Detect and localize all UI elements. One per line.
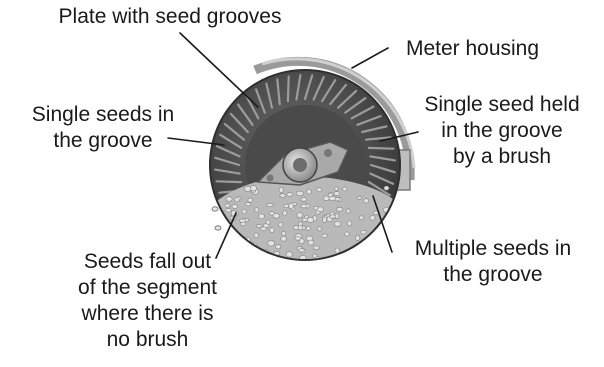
seed bbox=[284, 204, 289, 208]
seed bbox=[243, 243, 250, 247]
label-single-seed-held-by-brush: Single seed held in the groove by a brus… bbox=[402, 92, 602, 170]
seed bbox=[313, 254, 317, 258]
seed bbox=[317, 227, 321, 231]
seed bbox=[306, 227, 310, 231]
seed bbox=[267, 203, 273, 207]
label-plate-with-seed-grooves: Plate with seed grooves bbox=[25, 4, 315, 30]
label-single-seeds-in-groove: Single seeds in the groove bbox=[8, 102, 198, 154]
seed bbox=[289, 203, 294, 208]
seed bbox=[248, 198, 253, 202]
leader-housing bbox=[352, 48, 388, 68]
seed bbox=[283, 211, 287, 216]
seed-groove bbox=[369, 148, 394, 149]
seed bbox=[257, 224, 262, 227]
seed bbox=[261, 227, 267, 230]
seed bbox=[254, 233, 259, 238]
seed bbox=[343, 187, 347, 191]
seed bbox=[366, 239, 372, 244]
seed bbox=[359, 216, 363, 220]
seed bbox=[264, 254, 269, 259]
seed bbox=[302, 218, 307, 222]
seed bbox=[364, 240, 370, 245]
seed bbox=[245, 202, 250, 205]
seed bbox=[355, 235, 360, 240]
seed bbox=[386, 223, 390, 227]
single-seeds bbox=[212, 207, 221, 230]
seed bbox=[225, 209, 231, 212]
seed bbox=[365, 255, 370, 259]
seed bbox=[282, 231, 286, 235]
seed bbox=[299, 249, 304, 252]
seed bbox=[235, 197, 239, 202]
seed bbox=[287, 193, 293, 197]
seed bbox=[268, 255, 272, 259]
label-multiple-seeds-in-groove: Multiple seeds in the groove bbox=[388, 236, 598, 288]
seed bbox=[296, 191, 303, 196]
seed bbox=[226, 197, 232, 202]
seed bbox=[242, 210, 246, 214]
seed bbox=[334, 187, 338, 191]
seed bbox=[232, 204, 238, 208]
seed bbox=[270, 228, 274, 233]
seed-groove bbox=[217, 181, 242, 182]
seed bbox=[266, 220, 270, 224]
seed bbox=[370, 215, 375, 220]
seed bbox=[329, 215, 336, 218]
seed bbox=[336, 207, 343, 211]
seed bbox=[384, 186, 389, 190]
seed bbox=[222, 222, 227, 225]
seed bbox=[307, 218, 314, 223]
seed bbox=[374, 234, 379, 239]
seed bbox=[279, 222, 283, 227]
seed bbox=[301, 197, 307, 201]
seed bbox=[280, 194, 286, 198]
seed bbox=[323, 217, 327, 223]
seed bbox=[317, 188, 322, 192]
seed bbox=[268, 240, 275, 246]
seed bbox=[361, 231, 367, 234]
seed bbox=[364, 199, 369, 203]
seed bbox=[335, 248, 340, 253]
seed bbox=[317, 207, 324, 212]
label-meter-housing: Meter housing bbox=[390, 36, 555, 62]
seed bbox=[281, 236, 287, 241]
seed bbox=[329, 196, 336, 200]
seed bbox=[255, 208, 259, 213]
seed bbox=[347, 221, 352, 226]
seed bbox=[239, 219, 245, 222]
seed bbox=[346, 209, 350, 213]
seed bbox=[308, 240, 314, 245]
seed bbox=[275, 245, 280, 249]
seed bbox=[273, 258, 277, 261]
seed bbox=[286, 252, 292, 257]
seed bbox=[307, 190, 312, 194]
seed bbox=[379, 248, 385, 253]
seed bbox=[273, 213, 280, 218]
seed bbox=[225, 204, 229, 208]
seed bbox=[334, 192, 340, 196]
seed bbox=[363, 257, 369, 261]
leader-plate bbox=[180, 33, 258, 107]
seed bbox=[279, 188, 283, 193]
seed bbox=[378, 230, 385, 235]
seed bbox=[301, 204, 308, 208]
seed bbox=[334, 222, 341, 227]
seed bbox=[297, 213, 303, 218]
seed bbox=[373, 254, 378, 259]
seed bbox=[357, 196, 362, 199]
label-seeds-fall-out: Seeds fall out of the segment where ther… bbox=[40, 249, 255, 353]
seed bbox=[298, 225, 302, 230]
seed bbox=[245, 186, 251, 191]
seed bbox=[313, 246, 320, 250]
seed-groove bbox=[288, 77, 289, 102]
seed bbox=[323, 196, 329, 201]
seed bbox=[322, 234, 328, 237]
seed bbox=[386, 230, 391, 234]
seed bbox=[295, 237, 301, 240]
seed bbox=[229, 243, 236, 246]
seed bbox=[259, 214, 265, 219]
seed bbox=[345, 232, 350, 236]
